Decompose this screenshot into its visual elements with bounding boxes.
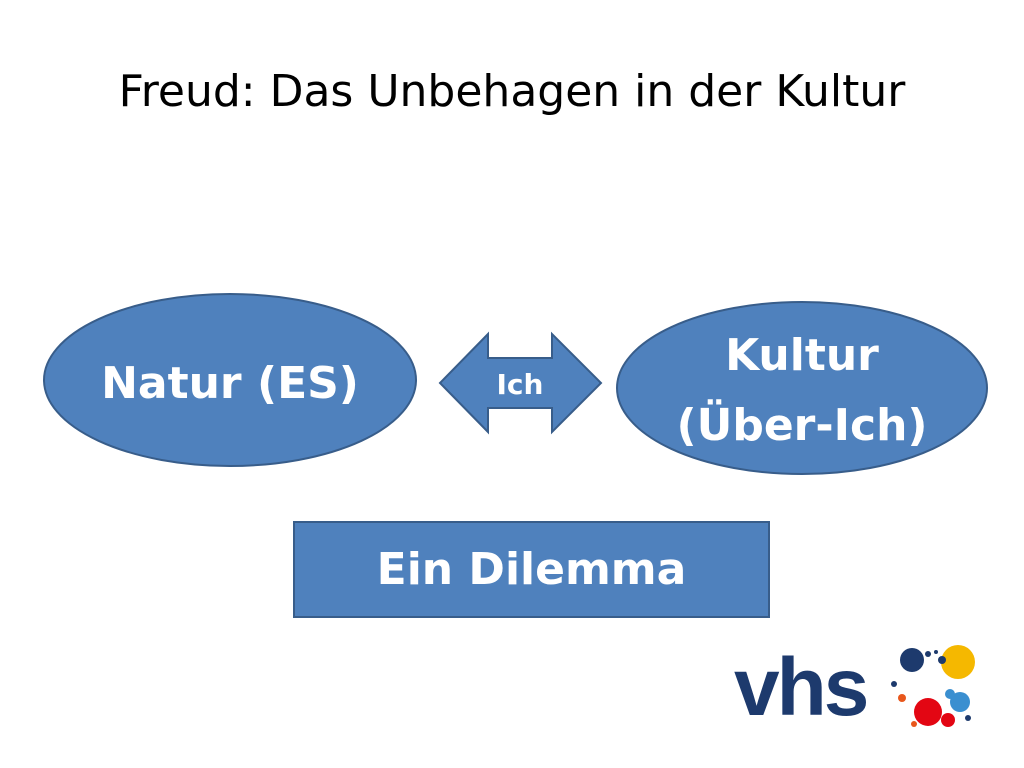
dilemma-box: Ein Dilemma	[293, 521, 770, 618]
ich-label: Ich	[497, 368, 544, 401]
kultur-label-line2: (Über-Ich)	[676, 398, 927, 451]
vhs-logo-dots-icon	[891, 645, 975, 727]
slide-title: Freud: Das Unbehagen in der Kultur	[118, 66, 906, 117]
dilemma-label: Ein Dilemma	[376, 544, 687, 595]
natur-label: Natur (ES)	[101, 358, 359, 409]
kultur-label-line1: Kultur	[725, 330, 879, 381]
vhs-logo-text: vhs	[734, 642, 869, 733]
kultur-ellipse: Kultur (Über-Ich)	[616, 301, 988, 475]
vhs-logo: vhs	[734, 640, 984, 735]
natur-ellipse: Natur (ES)	[43, 293, 417, 467]
ich-double-arrow: Ich	[438, 331, 603, 435]
